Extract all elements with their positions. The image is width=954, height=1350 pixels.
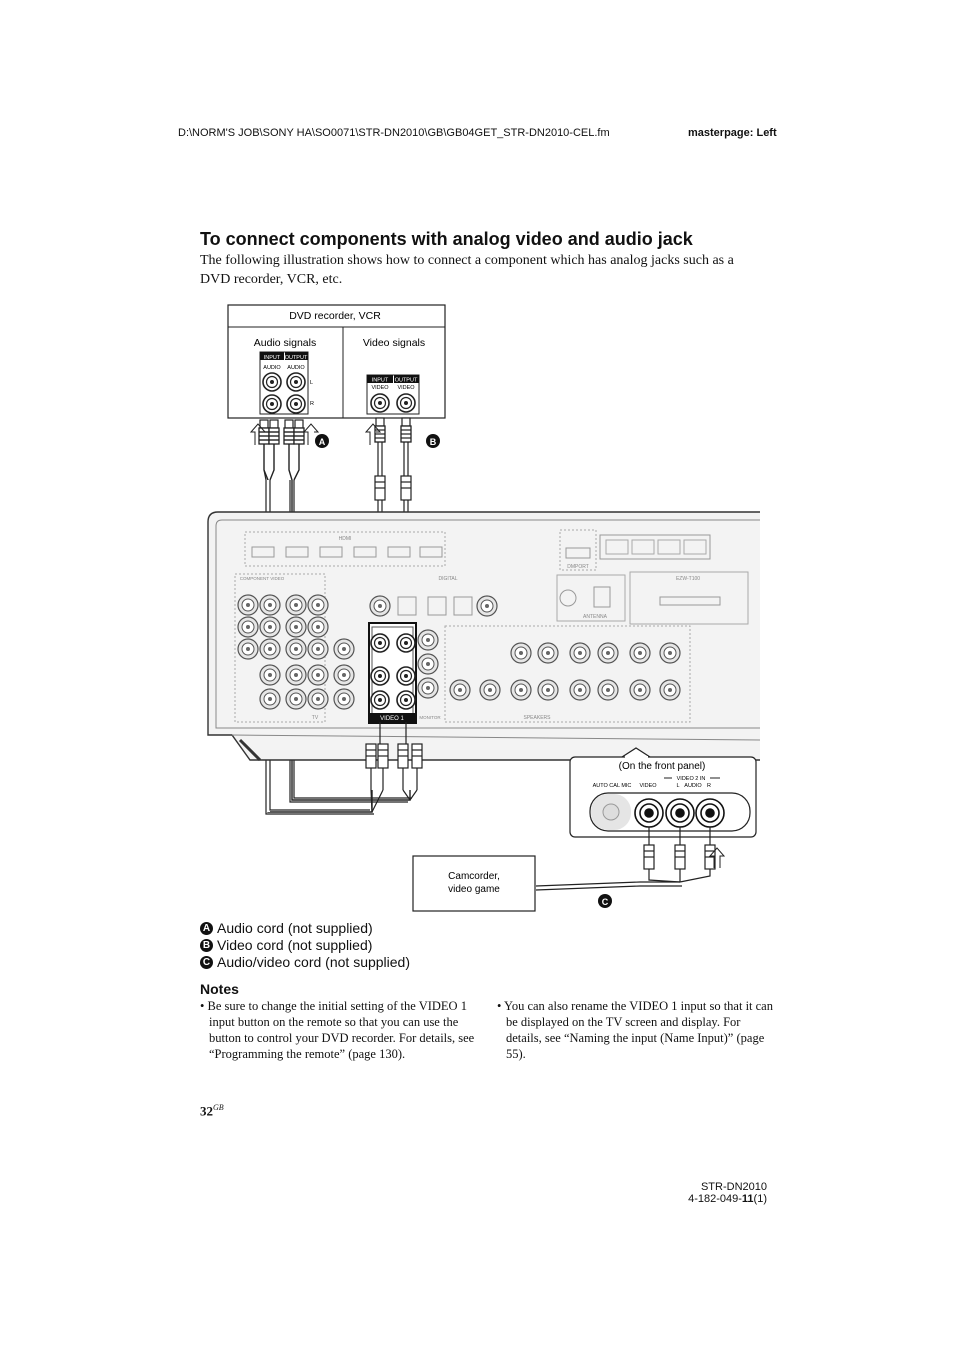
callout-c-label: C: [602, 897, 609, 907]
page-number: 32GB: [200, 1103, 224, 1119]
rear-component-label: COMPONENT VIDEO: [240, 576, 285, 581]
rear-hdmi-label: HDMI: [339, 536, 352, 542]
legend-badge-a: A: [200, 921, 213, 935]
front-l-label: L: [676, 783, 679, 789]
dvd-audio-output-tag: OUTPUT: [285, 355, 308, 361]
callout-b-badge: [426, 434, 440, 448]
front-video2-in-label: VIDEO 2 IN: [677, 776, 706, 782]
rear-digital-label: DIGITAL: [438, 576, 457, 582]
dvd-box-title: DVD recorder, VCR: [289, 310, 381, 322]
section-intro: The following illustration shows how to …: [200, 253, 734, 287]
rear-speakers-label: SPEAKERS: [524, 715, 552, 721]
rear-video1-label: VIDEO 1: [380, 716, 404, 722]
front-audio-label: AUDIO: [684, 783, 702, 789]
callout-c-badge: [598, 894, 612, 908]
dvd-audio-tag-out: AUDIO: [287, 365, 305, 371]
rear-ezw-label: EZW-T100: [676, 576, 700, 582]
dvd-l-tag: L: [310, 380, 313, 386]
model-code: 4-182-049-11(1): [600, 1193, 767, 1205]
video1-audio-plugs: [365, 722, 423, 813]
front-panel-caption: (On the front panel): [619, 761, 706, 772]
note-item-2: • You can also rename the VIDEO 1 input …: [497, 999, 773, 1061]
video-signals-label: Video signals: [363, 337, 425, 349]
note-item-1: • Be sure to change the initial setting …: [200, 999, 475, 1061]
front-r-label: R: [707, 783, 711, 789]
legend-text-b: Video cord (not supplied): [217, 937, 373, 953]
av-cord-c: [535, 827, 726, 891]
model-code-bold: 11: [741, 1193, 754, 1205]
legend-item-c: C Audio/video cord (not supplied): [200, 954, 410, 970]
callout-a-badge: [315, 434, 329, 448]
callout-b-label: B: [430, 437, 437, 447]
legend-badge-c: C: [200, 955, 213, 969]
front-auto-cal-label: AUTO CAL MIC: [593, 783, 632, 789]
rear-monitor-label: MONITOR: [419, 715, 441, 720]
dvd-recorder-box: DVD recorder, VCR Audio signals Video si…: [227, 304, 446, 419]
rear-antenna-label: ANTENNA: [583, 614, 608, 620]
page-number-value: 32: [200, 1103, 213, 1119]
model-info: STR-DN2010 4-182-049-11(1): [600, 1181, 767, 1205]
audio-signals-label: Audio signals: [254, 337, 316, 349]
note-text-2: You can also rename the VIDEO 1 input so…: [504, 999, 773, 1061]
note-text-1: Be sure to change the initial setting of…: [207, 999, 475, 1061]
dvd-video-output-tag: OUTPUT: [395, 378, 418, 384]
header-file-path: D:\NORM'S JOB\SONY HA\SO0071\STR-DN2010\…: [178, 127, 610, 139]
legend-item-b: B Video cord (not supplied): [200, 937, 372, 953]
camcorder-label-line2: video game: [448, 884, 500, 895]
notes-heading: Notes: [200, 981, 239, 997]
dvd-video-input-tag: INPUT: [372, 378, 389, 384]
header-masterpage: masterpage: Left: [688, 127, 777, 139]
rear-dmport-label: DMPORT: [567, 564, 589, 570]
model-code-suffix: (1): [753, 1193, 767, 1205]
section-title: To connect components with analog video …: [200, 229, 693, 249]
receiver-rear-panel: HDMI DMPORT ANTENNA EZW-T100 COMPONENT V…: [207, 511, 761, 762]
model-name: STR-DN2010: [700, 1181, 767, 1193]
dvd-audio-input-tag: INPUT: [264, 355, 281, 361]
dvd-video-tag-out: VIDEO: [397, 385, 415, 391]
callout-a-label: A: [319, 437, 326, 447]
front-video-label: VIDEO: [639, 783, 657, 789]
legend-item-a: A Audio cord (not supplied): [200, 920, 373, 936]
page-number-suffix: GB: [213, 1103, 224, 1112]
model-code-prefix: 4-182-049-: [688, 1193, 742, 1205]
dvd-video-tag-in: VIDEO: [371, 385, 389, 391]
front-panel: (On the front panel) AUTO CAL MIC VIDEO …: [569, 747, 757, 838]
legend-text-c: Audio/video cord (not supplied): [217, 954, 411, 970]
dvd-r-tag: R: [310, 401, 314, 407]
dvd-audio-tag-in: AUDIO: [263, 365, 281, 371]
camcorder-box: Camcorder, video game: [412, 855, 536, 912]
rear-tv-label: TV: [312, 715, 319, 721]
legend-badge-b: B: [200, 938, 213, 952]
legend-text-a: Audio cord (not supplied): [217, 920, 373, 936]
camcorder-label-line1: Camcorder,: [448, 871, 500, 882]
